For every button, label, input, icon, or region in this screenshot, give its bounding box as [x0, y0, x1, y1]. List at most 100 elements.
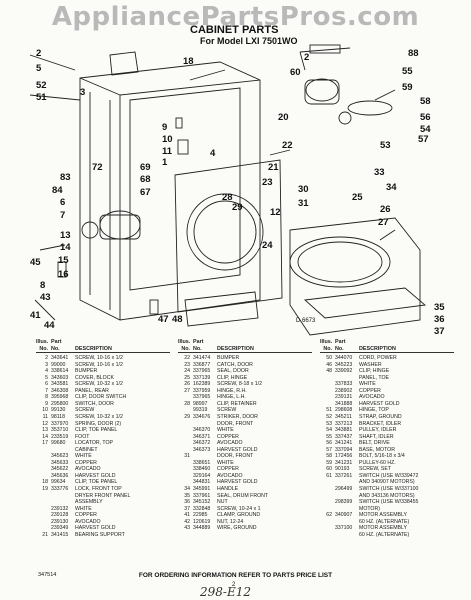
- callout-number: 6: [60, 197, 65, 208]
- callout-number: 30: [298, 184, 309, 195]
- illus-number: 56: [326, 440, 332, 447]
- page-title: CABINET PARTS: [190, 24, 279, 36]
- part-description: CABINET: [75, 446, 98, 453]
- header-part-no: No.: [193, 345, 202, 352]
- callout-number: 21: [268, 162, 279, 173]
- part-number: 334676: [193, 414, 211, 421]
- illus-number: 9: [45, 400, 48, 407]
- part-number: 346370: [193, 427, 211, 434]
- table-row: 60 HZ. (ALTERNATE): [320, 519, 454, 526]
- part-number: 340907: [335, 512, 353, 519]
- illus-number: 5: [45, 374, 48, 381]
- part-number: 337100: [335, 525, 353, 532]
- part-number: 233519: [51, 433, 69, 440]
- part-description: ASSEMBLY: [75, 499, 103, 506]
- callout-number: 29: [232, 202, 243, 213]
- callout-number: 24: [262, 240, 273, 251]
- callout-number: 36: [434, 314, 445, 325]
- callout-number: 45: [30, 257, 41, 268]
- table-row: 346370 WHITE: [178, 427, 312, 434]
- illus-number: 58: [326, 453, 332, 460]
- callout-number: 48: [172, 314, 183, 325]
- part-description: WHITE: [75, 505, 92, 512]
- part-description: PULLEY-60 HZ.: [359, 459, 396, 466]
- illus-number: 22: [184, 355, 190, 362]
- part-description: SCREW, SET: [359, 466, 391, 473]
- part-number: 162389: [193, 381, 211, 388]
- callout-number: 25: [352, 192, 363, 203]
- part-description: COPPER: [359, 387, 381, 394]
- part-description: DOOR, FRONT: [217, 420, 254, 427]
- part-number: 395968: [51, 394, 69, 401]
- callout-number: 4: [210, 148, 216, 159]
- part-description: COPPER: [217, 466, 239, 473]
- drawing-number: D 6673: [296, 318, 316, 324]
- part-number: 341241: [335, 440, 353, 447]
- table-row: MOTOR): [320, 506, 454, 513]
- part-description: WHITE: [217, 427, 234, 434]
- callout-number: 13: [60, 230, 71, 241]
- part-description: AVOCADO: [217, 440, 243, 447]
- callout-number: 44: [44, 320, 55, 331]
- part-number: 345622: [51, 466, 69, 473]
- header-part: Part: [193, 339, 204, 345]
- illus-number: 10: [42, 407, 48, 414]
- part-number: 337970: [51, 420, 69, 427]
- callout-number: 16: [58, 269, 69, 280]
- illus-number: 60: [326, 466, 332, 473]
- illus-number: 55: [326, 433, 332, 440]
- part-description: BOLT, 5/16-18 x 3/4: [359, 453, 405, 460]
- part-description: SCREW, 10-32 x 1/2: [75, 414, 123, 421]
- table-row: DRYER FRONT PANEL: [36, 493, 170, 500]
- callout-number: 2: [304, 52, 309, 63]
- page-number: 2: [232, 582, 236, 588]
- part-description: BRACKET, IDLER: [359, 420, 402, 427]
- part-description: SWITCH (USE W/337100: [359, 486, 419, 493]
- illus-number: 26: [184, 381, 190, 388]
- illus-number: [320, 532, 335, 539]
- part-description: HANDLE: [217, 486, 239, 493]
- part-description: SCREW, 10-24 x 1: [217, 505, 261, 512]
- part-description: CLIP, TOE PANEL: [75, 479, 118, 486]
- part-number: 337833: [335, 381, 353, 388]
- part-number: 337965: [193, 394, 211, 401]
- callout-number: 7: [60, 210, 65, 221]
- illus-number: 23: [184, 361, 190, 368]
- part-description: AVOCADO: [217, 472, 243, 479]
- part-description: COPPER: [75, 459, 97, 466]
- part-number: 120619: [193, 518, 211, 525]
- callout-number: 14: [60, 242, 71, 253]
- callout-number: 59: [402, 82, 413, 93]
- part-description: SCREW, 10-16 x 1/2: [75, 355, 123, 362]
- part-description: 60 HZ. (ALTERNATE): [359, 518, 410, 525]
- part-number: 346372: [193, 440, 211, 447]
- part-description: CLIP, RETAINER: [217, 400, 257, 407]
- header-illus: Illus.: [36, 339, 49, 345]
- illus-number: 35: [184, 492, 190, 499]
- part-number: 343881: [335, 427, 353, 434]
- illus-number: 37: [184, 505, 190, 512]
- part-number: 345152: [193, 499, 211, 506]
